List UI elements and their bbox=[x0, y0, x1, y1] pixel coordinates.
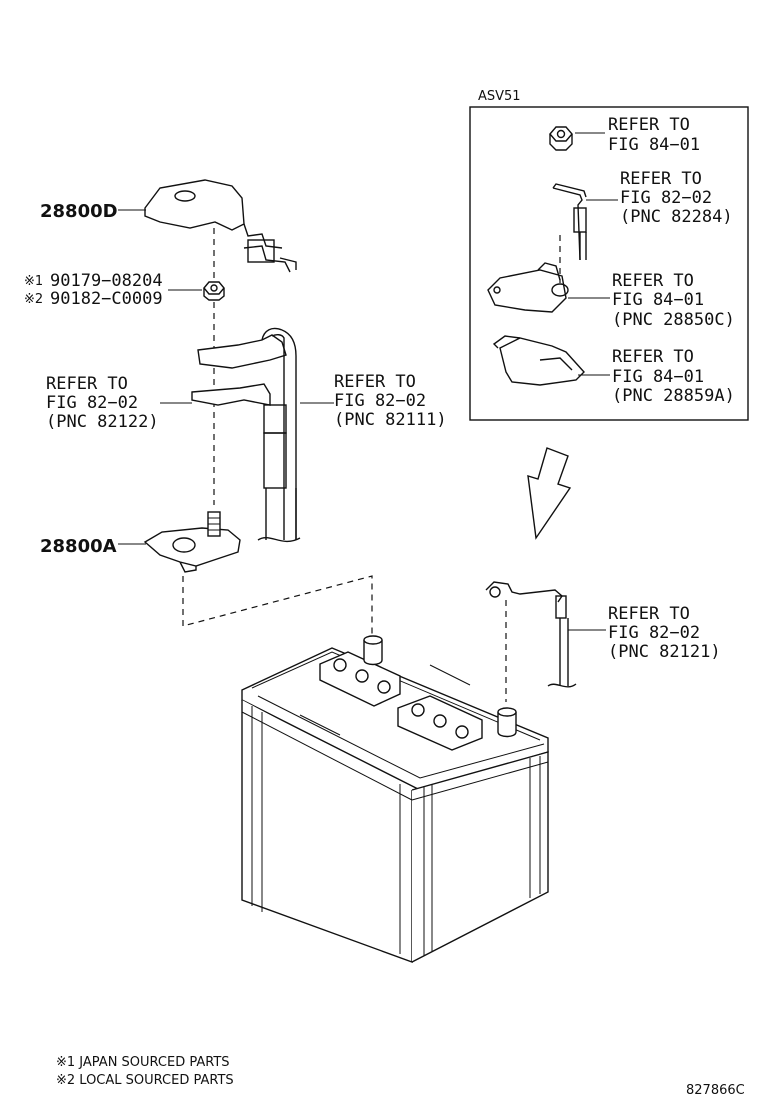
inset-frame bbox=[469, 106, 749, 421]
inset-cable-strip-illustration bbox=[552, 183, 587, 261]
part-number-90179: 90179−08204 bbox=[50, 271, 163, 291]
part-number-90182: 90182−C0009 bbox=[50, 289, 163, 309]
inset-panel: ASV51 bbox=[469, 89, 749, 421]
ref-82122: REFER TO FIG 82−02 (PNC 82122) bbox=[46, 374, 159, 432]
positive-cable-illustration bbox=[485, 581, 577, 702]
inset-ref-3: REFER TO FIG 84−01 (PNC 28850C) bbox=[612, 271, 735, 330]
inset-ref-4: REFER TO FIG 84−01 (PNC 28859A) bbox=[612, 347, 735, 406]
nut-illustration bbox=[203, 281, 225, 301]
terminal-cover-illustration bbox=[144, 179, 297, 273]
footnote-japan: ※1 JAPAN SOURCED PARTS bbox=[56, 1055, 230, 1070]
battery-illustration bbox=[241, 635, 549, 964]
ref-82121: REFER TO FIG 82−02 (PNC 82121) bbox=[608, 604, 721, 662]
inset-terminal-illustration bbox=[487, 235, 569, 313]
inset-ref-2: REFER TO FIG 82−02 (PNC 82284) bbox=[620, 169, 733, 227]
battery-terminal-illustration bbox=[143, 511, 241, 573]
inset-nut-illustration bbox=[549, 126, 573, 151]
local-mark: ※2 bbox=[24, 292, 43, 307]
japan-mark: ※1 bbox=[24, 274, 43, 289]
footnote-local: ※2 LOCAL SOURCED PARTS bbox=[56, 1073, 234, 1088]
inset-title: ASV51 bbox=[478, 89, 521, 104]
pointer-arrow-icon bbox=[527, 447, 572, 540]
part-number-28800A: 28800A bbox=[40, 536, 117, 557]
inset-ref-1: REFER TO FIG 84−01 bbox=[608, 115, 700, 155]
battery-cable-illustration bbox=[191, 327, 301, 543]
ref-82111: REFER TO FIG 82−02 (PNC 82111) bbox=[334, 372, 447, 430]
inset-terminal-cover-illustration bbox=[492, 335, 585, 386]
figure-id: 827866C bbox=[686, 1083, 745, 1098]
part-number-28800D: 28800D bbox=[40, 201, 118, 222]
